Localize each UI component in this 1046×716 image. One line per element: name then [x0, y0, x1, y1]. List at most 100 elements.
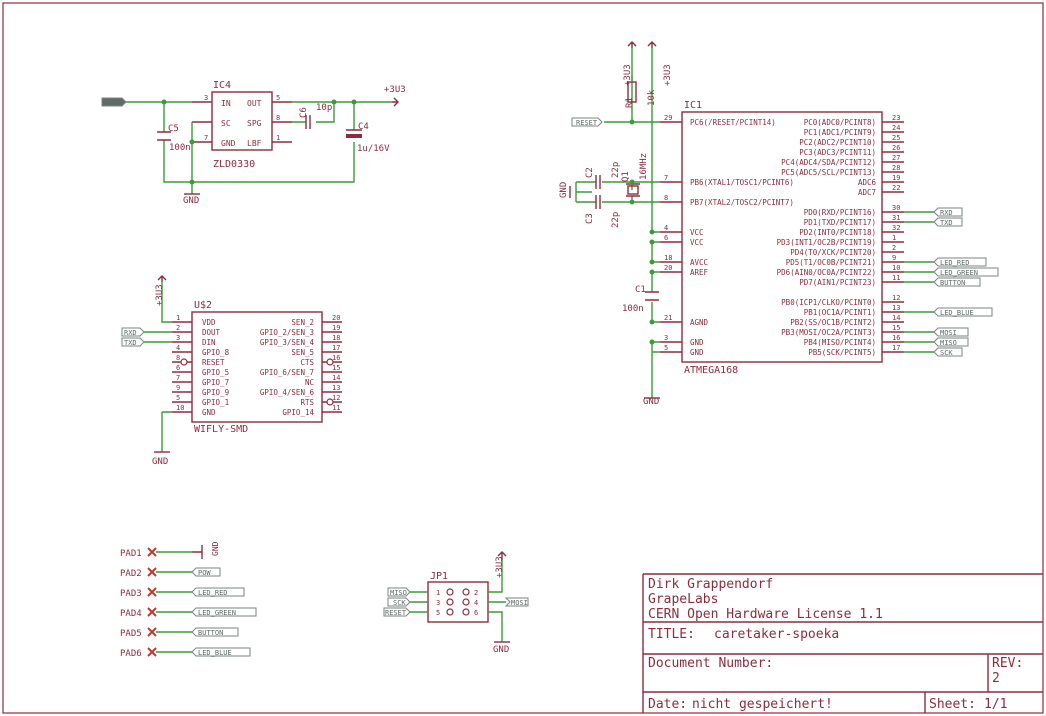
ic1-net-label-miso: MISO [940, 339, 957, 347]
ic4-pinnum-7: 7 [204, 134, 208, 142]
ic1-left-pin-num: 5 [664, 344, 668, 352]
pad-net-flag [191, 607, 257, 617]
tb-doc-label: Document Number: [648, 656, 773, 671]
ic4-pinnum-5: 5 [276, 94, 280, 102]
us2-right-pin-name: GPIO_6/SEN_7 [260, 368, 314, 377]
ic4-pinnum-8: 8 [276, 114, 280, 122]
ic1-value: ATMEGA168 [684, 365, 738, 376]
us2-ref: U$2 [194, 300, 212, 311]
ic1-left-pin-num: 29 [664, 114, 672, 122]
pad-net-label: LED_RED [198, 589, 228, 597]
us2-gnd-label: GND [152, 457, 168, 467]
us2-right-pin-name: CTS [300, 358, 314, 367]
ic1-net-flag [933, 257, 987, 267]
c5-value: 100n [169, 143, 191, 153]
ic4-gnd-label: GND [183, 196, 199, 206]
pad-gnd-label: GND [211, 541, 220, 556]
ic1-right-pin-num: 30 [892, 204, 900, 212]
ic1-right-pin-name: PD6(AIN0/OC0A/PCINT22) [777, 268, 876, 277]
ic1-right-pin-name: PB3(MOSI/OC2A/PCINT3) [781, 328, 876, 337]
us2-value: WIFLY-SMD [194, 424, 248, 435]
ic1-right-pin-name: PC5(ADC5/SCL/PCINT13) [781, 168, 876, 177]
ic1-right-pin-name: PC4(ADC4/SDA/PCINT12) [781, 158, 876, 167]
jp1-vcc-label: +3U3 [495, 556, 505, 578]
ic1-right-pin-name: PB1(OC1A/PCINT1) [804, 308, 876, 317]
tb-title-label: TITLE: [648, 627, 695, 642]
us2-left-pin-name: GPIO_7 [202, 378, 229, 387]
ic1-net-flag [933, 327, 969, 337]
ic1-right-pin-num: 22 [892, 184, 900, 192]
us2-left-pin-name: GPIO_5 [202, 368, 229, 377]
jp1-ref: JP1 [430, 571, 448, 582]
ic4-pinnum-1: 1 [276, 134, 280, 142]
ic1-right-pin-num: 28 [892, 164, 900, 172]
jp1-gnd-label: GND [493, 645, 509, 655]
tb-sheet-value: 1/1 [984, 697, 1007, 712]
ic1-right-pin-name: ADC6 [858, 178, 877, 187]
ic1-left-pin-num: 4 [664, 224, 668, 232]
ic1-net-label-rxd: RXD [940, 209, 953, 217]
ic1-right-pin-name: PB5(SCK/PCINT5) [808, 348, 876, 357]
pad-label: PAD3 [120, 589, 142, 599]
us2-open-pin [326, 358, 334, 366]
jp1-reset-label: RESET [385, 609, 407, 617]
c3-value: 22p [611, 212, 621, 228]
us2-right-pin-name: GPIO_14 [282, 408, 314, 417]
ic1-right-pin-name: PB0(ICP1/CLKO/PCINT0) [781, 298, 876, 307]
ic1-vcc-label: +3U3 [663, 64, 673, 86]
ic1-right-pin-num: 32 [892, 224, 900, 232]
ic1-right-pin-name: ADC7 [858, 188, 876, 197]
ic1-right-pin-num: 31 [892, 214, 900, 222]
ic1-right-pin-num: 15 [892, 324, 900, 332]
us2-right-pin-num: 13 [332, 384, 340, 392]
us2-left-pin-name: GPIO_8 [202, 348, 230, 357]
pad-x-marker [147, 587, 157, 597]
us2-left-pin-name: DIN [202, 338, 216, 347]
tb-title-value: caretaker-spoeka [714, 627, 839, 642]
xtal-gnd-label: GND [559, 182, 569, 198]
ic1-right-pin-name: PB4(MISO/PCINT4) [804, 338, 876, 347]
us2-left-pin-name: GPIO_9 [202, 388, 229, 397]
us2-left-pin-name: RESET [202, 358, 225, 367]
us2-right-pin-num: 11 [332, 404, 340, 412]
pad-net-flag [191, 587, 245, 597]
ic1-left-pin-num: 3 [664, 334, 668, 342]
ic1-body [681, 111, 883, 363]
us2-left-pin-num: 8 [176, 354, 180, 362]
us2-open-pin [180, 358, 188, 366]
ic1-right-pin-num: 10 [892, 264, 900, 272]
r1-value: 10k [647, 89, 657, 106]
tb-sheet-label: Sheet: [929, 697, 976, 712]
us2-left-pin-name: GND [202, 408, 216, 417]
ic1-net-labels: RXDTXDLED_REDLED_GREENBUTTONLED_BLUEMOSI… [904, 207, 999, 357]
us2-right-pin-num: 15 [332, 364, 340, 372]
q1-ref: Q1 [621, 171, 631, 182]
ic1-right-pin-name: PB2(SS/OC1B/PCINT2) [790, 318, 876, 327]
ic4-ref: IC4 [213, 80, 231, 91]
us2-right-pin-num: 20 [332, 314, 340, 322]
ic1-left-pin-num: 8 [664, 194, 668, 202]
pad-net-label: LED_BLUE [198, 649, 232, 657]
pad-gnd-symbol [192, 545, 203, 559]
pad-x-marker [147, 607, 157, 617]
jp1-mosi-label: MOSI [511, 599, 528, 607]
us2-open-pin [326, 398, 334, 406]
ic1-left-pin-num: 18 [664, 254, 672, 262]
pad-label: PAD5 [120, 629, 142, 639]
ic1-right-pin-num: 9 [892, 254, 896, 262]
pad-net-flag [191, 647, 251, 657]
ic1-gnd-label: GND [643, 397, 659, 407]
jp1-pin-ring [446, 588, 454, 596]
title-block: Dirk Grappendorf GrapeLabs CERN Open Har… [642, 573, 1043, 713]
jp1-pin-ring [462, 608, 470, 616]
ic1-ref: IC1 [684, 100, 702, 111]
pad-net-label: POW [198, 569, 211, 577]
ic1-right-pin-num: 17 [892, 344, 900, 352]
ic1-right-pin-name: PD2(INT0/PCINT18) [799, 228, 876, 237]
us2-body [191, 311, 323, 423]
us2-left-pin-num: 9 [176, 384, 180, 392]
